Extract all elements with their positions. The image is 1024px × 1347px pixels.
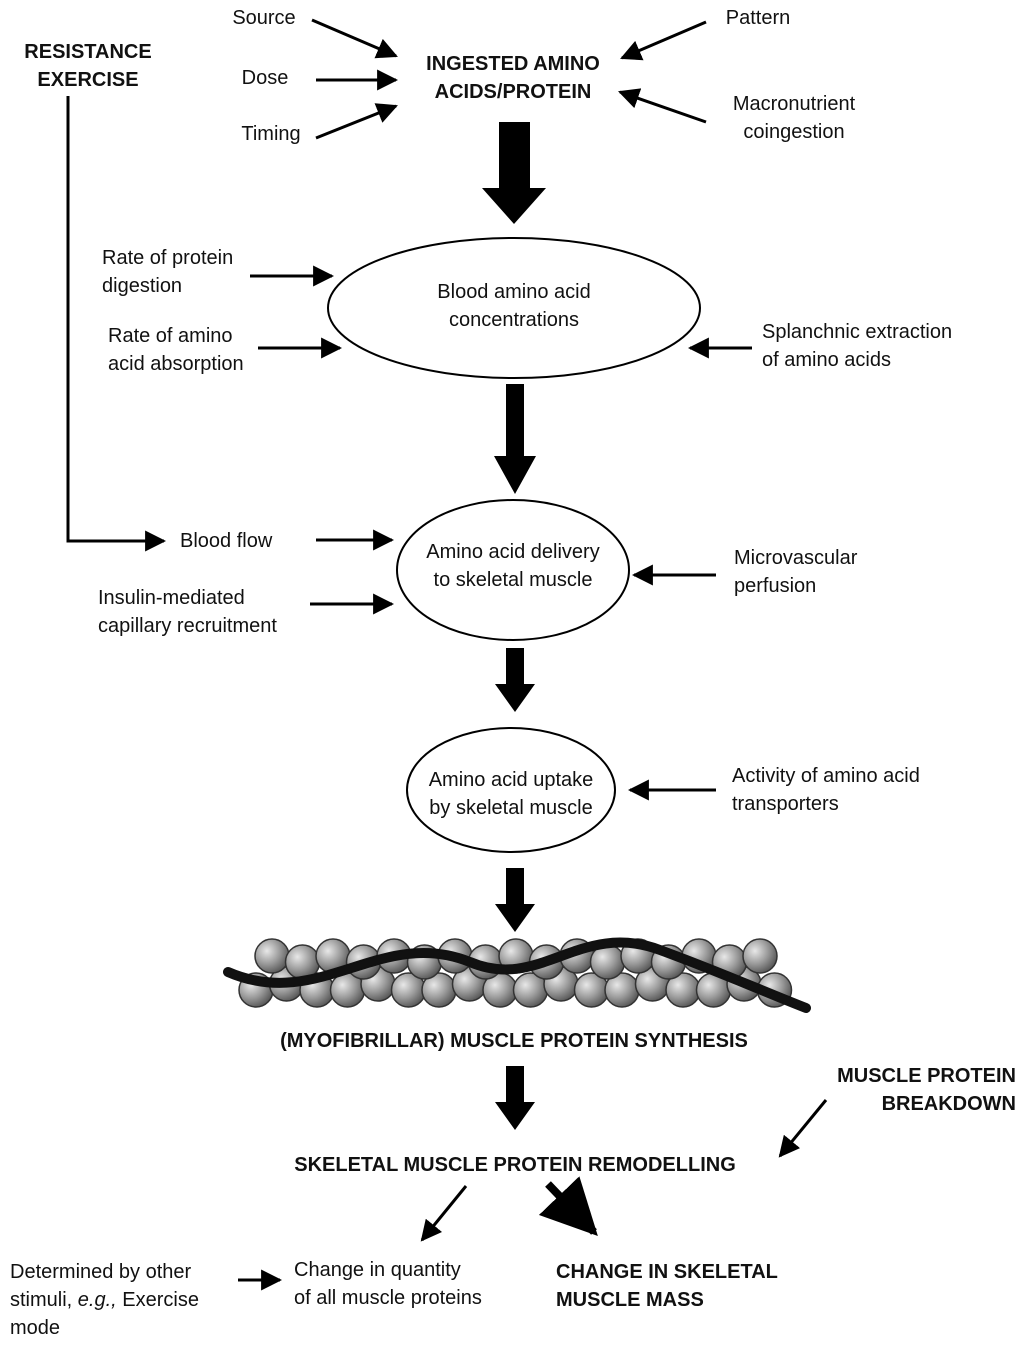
other-stimuli-line1: Determined by other (10, 1261, 192, 1283)
arrow-to-quantity (420, 1185, 468, 1242)
blood-conc-line1: Blood amino acid (437, 281, 591, 303)
synthesis-label: (MYOFIBRILLAR) MUSCLE PROTEIN SYNTHESIS (280, 1030, 748, 1052)
delivery-line1: Amino acid delivery (426, 541, 600, 563)
blood-concentration-node (327, 237, 701, 379)
digestion-line1: Rate of protein (102, 247, 234, 269)
other-stimuli-line3: mode (10, 1317, 61, 1339)
arrow-macronutrient (618, 88, 707, 124)
arrow-to-mass (538, 1176, 598, 1237)
microvascular-line1: Microvascular (734, 547, 858, 569)
uptake-node (406, 727, 616, 853)
block-arrow-3 (495, 648, 535, 712)
uptake-line1: Amino acid uptake (428, 769, 594, 791)
block-arrow-5 (495, 1066, 535, 1130)
label-source: Source (232, 7, 296, 29)
label-macronutrient-line2: coingestion (743, 121, 845, 143)
splanchnic-line1: Splanchnic extraction (762, 321, 953, 343)
resistance-exercise-line2: EXERCISE (37, 69, 139, 91)
arrow-pattern (620, 20, 707, 61)
myofibril-bead (742, 938, 778, 974)
change-quantity-line1: Change in quantity (294, 1259, 461, 1281)
label-macronutrient-line1: Macronutrient (732, 93, 856, 115)
block-arrow-1 (482, 122, 546, 224)
transporters-line1: Activity of amino acid (732, 765, 920, 787)
arrow-source (311, 18, 398, 59)
resistance-exercise-connector (66, 96, 167, 552)
arrow-timing (315, 103, 398, 140)
label-pattern: Pattern (725, 7, 791, 29)
change-mass-line1: CHANGE IN SKELETAL (556, 1261, 778, 1283)
breakdown-line2: BREAKDOWN (881, 1093, 1016, 1115)
insulin-line2: capillary recruitment (98, 615, 277, 637)
digestion-line2: digestion (102, 275, 183, 297)
blood-conc-line2: concentrations (448, 309, 580, 331)
arrow-breakdown (778, 1099, 828, 1158)
splanchnic-line2: of amino acids (762, 349, 891, 371)
change-mass-line2: MUSCLE MASS (556, 1289, 704, 1311)
myofibril-illustration (223, 937, 811, 1013)
delivery-node (396, 499, 630, 641)
myofibril-bead (254, 938, 290, 974)
insulin-line1: Insulin-mediated (98, 587, 245, 609)
uptake-line2: by skeletal muscle (429, 797, 593, 819)
block-arrow-2 (494, 384, 536, 494)
resistance-exercise-line1: RESISTANCE (24, 41, 152, 63)
breakdown-line1: MUSCLE PROTEIN (837, 1065, 1016, 1087)
delivery-line2: to skeletal muscle (433, 569, 593, 591)
microvascular-line2: perfusion (734, 575, 817, 597)
myofibril-strand (224, 939, 810, 1012)
absorption-line2: acid absorption (108, 353, 244, 375)
blood-flow-label: Blood flow (180, 530, 273, 552)
absorption-line1: Rate of amino (108, 325, 233, 347)
ingested-line1: INGESTED AMINO (426, 53, 600, 75)
label-timing: Timing (241, 123, 301, 145)
ingested-line2: ACIDS/PROTEIN (434, 81, 592, 103)
other-stimuli-line2: stimuli, e.g., Exercise (10, 1289, 199, 1311)
transporters-line2: transporters (732, 793, 839, 815)
block-arrow-4 (495, 868, 535, 932)
change-quantity-line2: of all muscle proteins (294, 1287, 482, 1309)
remodelling-label: SKELETAL MUSCLE PROTEIN REMODELLING (294, 1154, 736, 1176)
label-dose: Dose (241, 67, 289, 89)
